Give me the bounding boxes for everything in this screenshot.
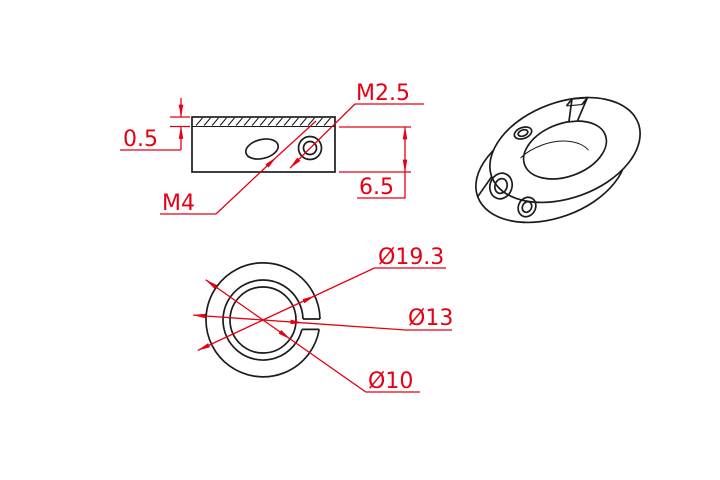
outer-dia-leader (314, 267, 446, 297)
side-view (191, 116, 336, 173)
iso-side-hole2-outer (517, 196, 537, 218)
collar-section-outline (191, 116, 336, 173)
top-thread-label: M2.5 (356, 81, 410, 106)
m4-hole (244, 138, 280, 160)
side-view-dimensions: 0.5 6.5 M2.5 M4 (120, 81, 424, 216)
bore-dia-arrow-right (262, 319, 291, 340)
top-thread-leader (289, 103, 356, 169)
step-circle (222, 279, 304, 361)
iso-slit-depth-right (581, 97, 589, 106)
slit-width-label: 0.5 (123, 127, 158, 152)
side-thread-leader-extension (275, 120, 317, 158)
height-label: 6.5 (359, 175, 394, 200)
outer-diameter-label: Ø19.3 (378, 245, 444, 270)
m2_5-hole-outer (297, 135, 323, 161)
iso-slit-depth-left (565, 98, 573, 107)
isometric-view (475, 96, 641, 224)
bore-diameter-label: Ø10 (368, 369, 413, 394)
height-dim-leader (357, 172, 406, 199)
step-diameter-label: Ø13 (408, 306, 453, 331)
m2_5-hole-inner (302, 140, 318, 156)
outer-dia-arrow-right (262, 295, 316, 321)
side-thread-label: M4 (162, 191, 195, 216)
iso-left-edge (477, 176, 493, 198)
step-dia-leader (302, 322, 452, 331)
iso-side-hole1-outer (488, 172, 514, 200)
side-thread-leader (215, 157, 277, 215)
outer-dia-arrow-left (197, 319, 264, 351)
step-dia-arrow-right (262, 319, 304, 325)
slit-hatching (195, 117, 331, 126)
iso-side-hole2-inner (521, 200, 533, 214)
step-dia-arrow-left (192, 313, 264, 321)
iso-top-hole-outer (513, 126, 533, 140)
bore-dia-leader (289, 338, 420, 393)
iso-slit-face-edge (566, 104, 582, 107)
front-view-dimensions: Ø19.3 Ø13 Ø10 (192, 245, 453, 394)
iso-bore (522, 120, 608, 180)
bore-dia-arrow-left (205, 279, 264, 321)
iso-side-hole1-inner (493, 177, 509, 195)
iso-top-hole-inner (517, 128, 529, 138)
